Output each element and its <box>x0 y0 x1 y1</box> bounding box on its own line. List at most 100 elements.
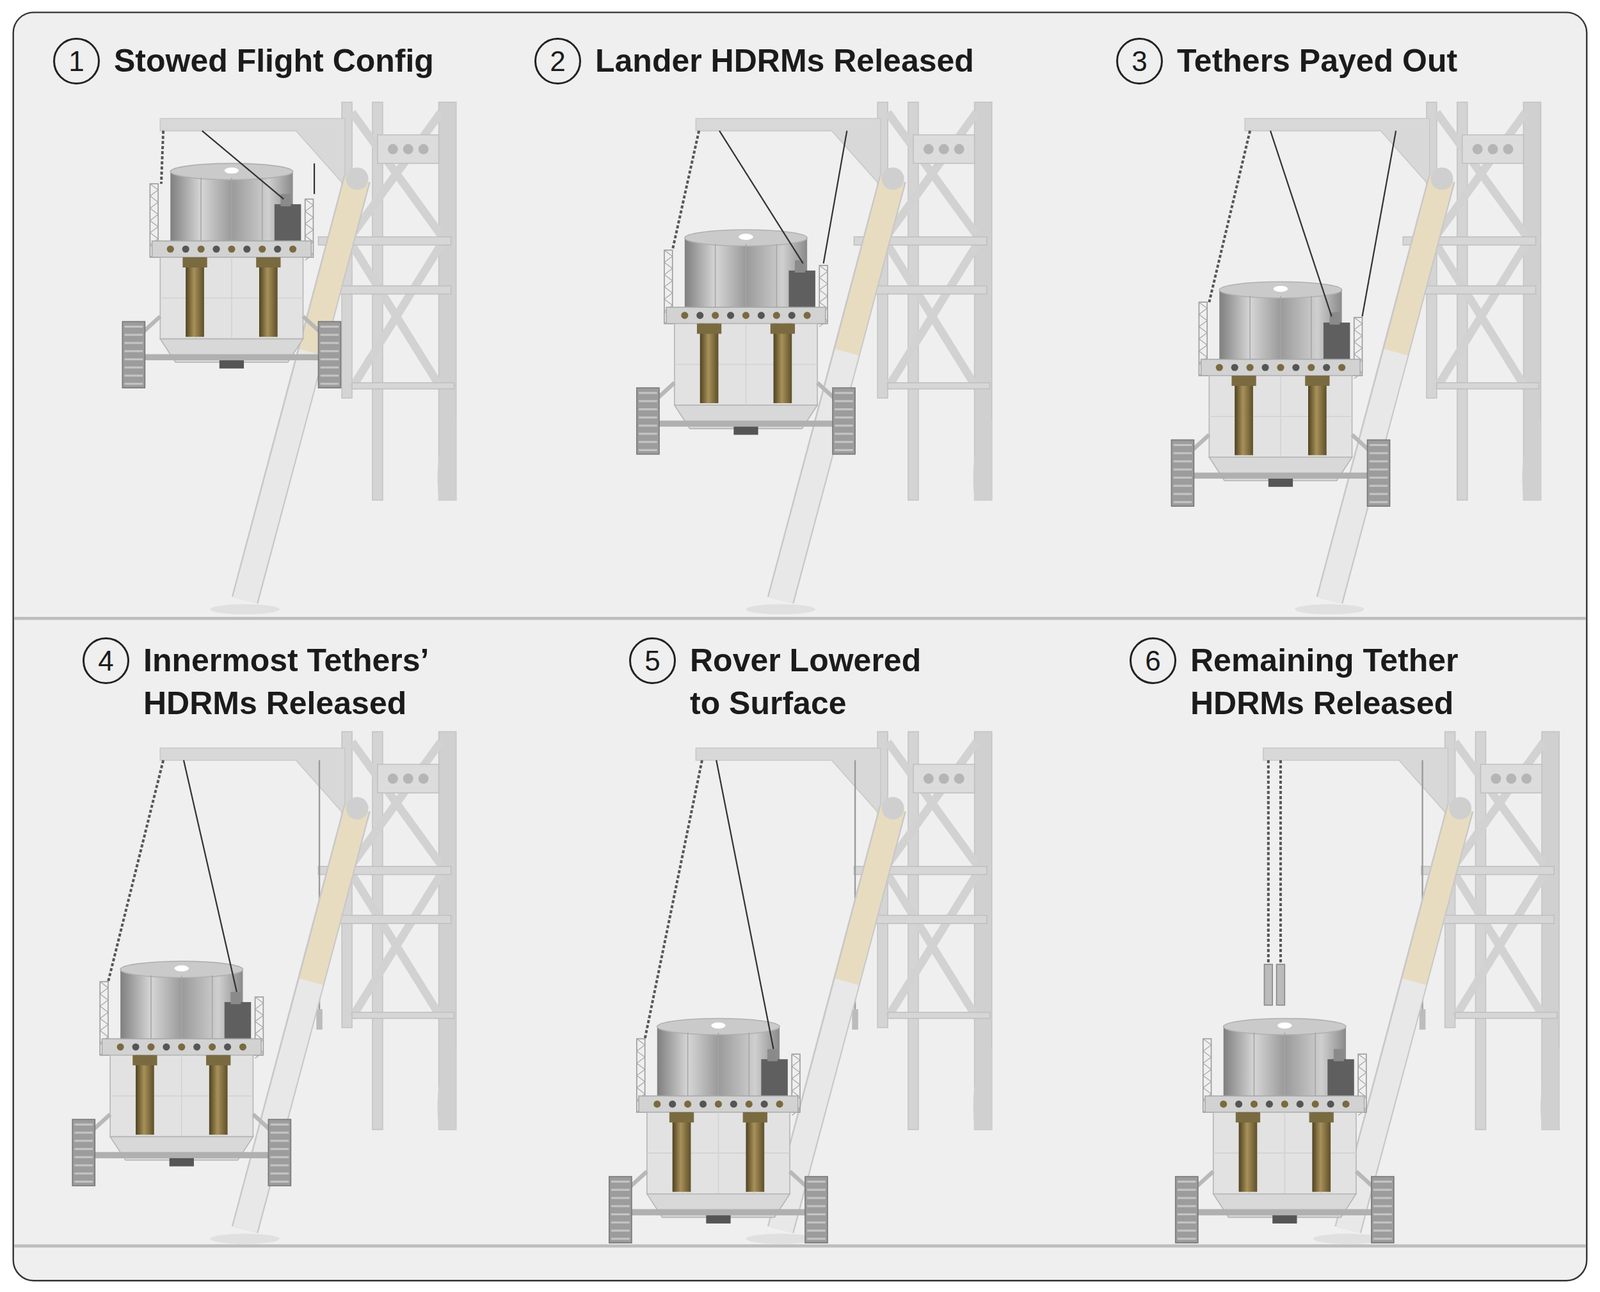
rover-deck <box>666 307 826 324</box>
wheel-tread <box>74 1139 93 1142</box>
tether-chain <box>672 130 699 251</box>
brass-cylinder <box>745 1112 765 1192</box>
tower-plate <box>1480 764 1542 793</box>
plate-hole <box>938 144 950 155</box>
deck-hole <box>117 1043 125 1051</box>
wheel-tread <box>611 1205 630 1208</box>
deck-hole <box>757 311 765 319</box>
cylinder-seam <box>261 177 264 242</box>
wheel-tread <box>270 1139 290 1142</box>
brass-cylinder <box>1308 375 1327 456</box>
lander-arm <box>695 118 881 186</box>
wheel-tread <box>1177 1229 1197 1232</box>
wheel-tread <box>1177 1205 1197 1208</box>
brass-flange <box>1231 375 1256 386</box>
wheel-tread <box>1373 1213 1392 1216</box>
deck-hole <box>212 245 220 253</box>
rover-body <box>1208 375 1352 458</box>
leg-lower <box>245 352 312 600</box>
leg-joint <box>1448 796 1472 820</box>
deck-hole <box>742 311 750 319</box>
brass-flange <box>1309 1112 1334 1123</box>
cylinder-seam <box>181 975 183 1039</box>
deck-hole <box>1292 364 1300 372</box>
brass-flange <box>1235 1112 1261 1123</box>
deck-hole <box>162 1043 170 1051</box>
plate-hole <box>387 144 399 155</box>
foot-pad <box>209 604 280 615</box>
brass-flange <box>256 257 281 268</box>
tether-line <box>183 760 237 992</box>
wheel-tread <box>638 391 658 394</box>
panel-frame <box>13 12 1588 1281</box>
wheel-tread <box>1369 476 1389 479</box>
step-heading: 5Rover Lowered to Surface <box>629 637 943 726</box>
deck-hole <box>803 311 811 319</box>
tower-brace <box>1455 874 1545 1018</box>
wheel-tread <box>638 416 658 419</box>
plate-hole <box>1521 773 1532 784</box>
wheel-tread <box>611 1189 630 1192</box>
tower-plate <box>1462 135 1524 164</box>
wheel-tread <box>74 1148 93 1151</box>
deck-hole <box>1296 1100 1304 1108</box>
wheel-tread <box>1373 1196 1392 1199</box>
plate-hole <box>387 773 399 784</box>
wheel-tread <box>1369 460 1389 463</box>
wheel-tread <box>834 449 854 452</box>
wheel-tread <box>638 440 658 443</box>
cylinder-seam <box>687 1032 689 1097</box>
bottom-sensor <box>219 360 244 369</box>
wheel-tread <box>74 1164 93 1167</box>
rover-body <box>647 1112 790 1195</box>
tether-end <box>316 1009 323 1030</box>
wheel-tread <box>1173 468 1193 471</box>
cylinder-seam <box>231 177 233 242</box>
wheel-tread <box>1373 1237 1392 1240</box>
wheel-tread <box>1373 1189 1392 1192</box>
engine-bell <box>1540 1048 1560 1131</box>
leg-joint <box>881 167 905 191</box>
brass-flange <box>182 257 207 268</box>
deck-hole <box>239 1043 247 1051</box>
body-grid <box>1213 1152 1357 1154</box>
cylinder-seam <box>1253 1032 1256 1097</box>
plate-hole <box>938 773 950 784</box>
rover-wheel <box>636 387 660 455</box>
avionics-box <box>274 204 301 244</box>
wheel-tread <box>807 1221 826 1224</box>
wheel-tread <box>124 325 144 328</box>
wheel-tread <box>320 382 340 385</box>
brass-cylinder <box>773 323 793 404</box>
deck-hole <box>197 245 205 253</box>
tether-line <box>716 760 774 1049</box>
cylinder-seam <box>1284 1032 1286 1097</box>
step-circle: 6 <box>1129 637 1177 685</box>
deck-hole <box>684 1100 692 1108</box>
tether-line <box>202 130 285 200</box>
plate-hole <box>1472 144 1483 155</box>
tower-brace <box>352 245 441 388</box>
ground-line <box>14 616 1586 621</box>
step-number: 4 <box>97 647 114 676</box>
wheel-tread <box>1173 492 1193 495</box>
cylinder-top <box>684 229 808 247</box>
axle-bar <box>137 354 326 361</box>
wheel-tread <box>320 341 340 344</box>
wheel-tread <box>74 1180 93 1183</box>
leg-joint <box>345 167 368 191</box>
tower-plate <box>913 135 975 164</box>
wheel-tread <box>1173 476 1193 479</box>
wheel-tread <box>124 358 144 361</box>
avionics-cap <box>280 193 291 207</box>
deck-hole <box>1235 1100 1243 1108</box>
deck-hole <box>1342 1100 1350 1108</box>
deck-hole <box>258 245 266 253</box>
body-grid <box>110 1095 253 1097</box>
deck-hole <box>1322 364 1330 372</box>
wheel-tread <box>1177 1237 1197 1240</box>
foot-pad <box>1294 604 1364 615</box>
wheel-tread <box>834 391 854 394</box>
rover-wheel <box>1371 1176 1394 1244</box>
